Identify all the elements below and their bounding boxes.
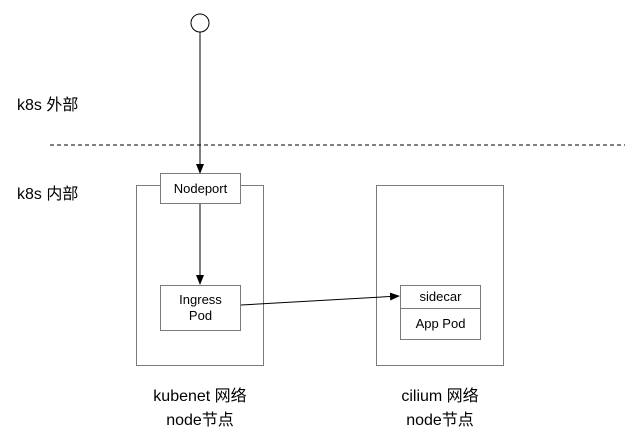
cilium-caption-line2: node节点	[406, 412, 474, 429]
ingress-pod-label-line1: Ingress	[179, 292, 222, 307]
kubenet-node-caption: kubenet 网络 node节点	[120, 385, 280, 433]
cilium-caption-line1: cilium 网络	[401, 388, 479, 405]
kubenet-caption-line1: kubenet 网络	[153, 388, 247, 405]
cilium-node-caption: cilium 网络 node节点	[360, 385, 520, 433]
sidecar-label: sidecar	[419, 289, 462, 304]
external-client-circle	[190, 13, 210, 33]
ingress-pod-label-line2: Pod	[188, 308, 213, 323]
inside-zone-label: k8s 内部	[17, 186, 79, 203]
nodeport-box: Nodeport	[160, 173, 241, 204]
sidecar-box: sidecar	[400, 285, 481, 309]
arrow-ingress-to-sidecar	[240, 292, 400, 306]
ingress-pod-box: Ingress Pod	[160, 285, 241, 331]
app-pod-label: App Pod	[415, 316, 466, 331]
outside-zone-label: k8s 外部	[17, 97, 79, 114]
app-pod-box: App Pod	[400, 308, 481, 340]
kubenet-caption-line2: node节点	[166, 412, 234, 429]
nodeport-label: Nodeport	[173, 180, 228, 196]
